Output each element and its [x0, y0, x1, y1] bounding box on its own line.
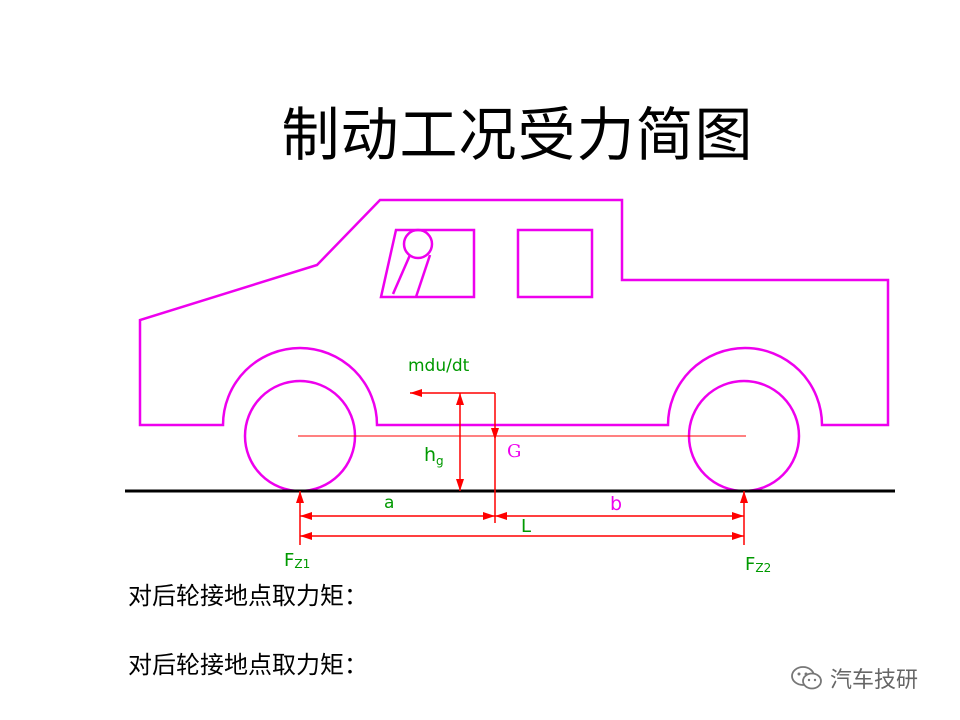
driver-head [402, 228, 434, 260]
gravity-label: G [507, 441, 521, 462]
moment-equation-line: 对后轮接地点取力矩： [128, 582, 368, 610]
a-arrow-left [300, 512, 312, 520]
inertia-arrowhead [410, 389, 422, 397]
watermark-text: 汽车技研 [830, 668, 919, 693]
rear-window [516, 228, 594, 299]
fz2-label: FZ2 [745, 554, 771, 575]
L-label: L [521, 516, 531, 537]
a-arrow-right [483, 512, 495, 520]
fz1-arrowhead [296, 491, 304, 503]
L-arrow-right [732, 532, 744, 540]
driver-body-line [414, 254, 432, 298]
diagram-title: 制动工况受力简图 [281, 101, 754, 169]
watermark: 汽车技研 [790, 662, 918, 694]
inertia-force-label: mdu/dt [408, 356, 470, 376]
moment-equation-line: 对后轮接地点取力矩： [128, 651, 368, 679]
fz2-arrowhead [740, 491, 748, 503]
L-arrow-left [300, 532, 312, 540]
gravity-arrowhead [491, 428, 499, 440]
front-window [379, 228, 476, 299]
b-arrow-left [495, 512, 507, 520]
fz1-label: FZ1 [284, 550, 310, 571]
hg-label: hg [424, 444, 444, 468]
hg-arrowhead-top [456, 393, 464, 405]
wechat-icon [791, 666, 822, 690]
a-label: a [384, 493, 394, 513]
b-label: b [610, 493, 622, 515]
vehicle-body-outline [138, 198, 890, 427]
driver-body-line [391, 254, 412, 295]
b-arrow-right [732, 512, 744, 520]
hg-arrowhead-bottom [456, 479, 464, 491]
